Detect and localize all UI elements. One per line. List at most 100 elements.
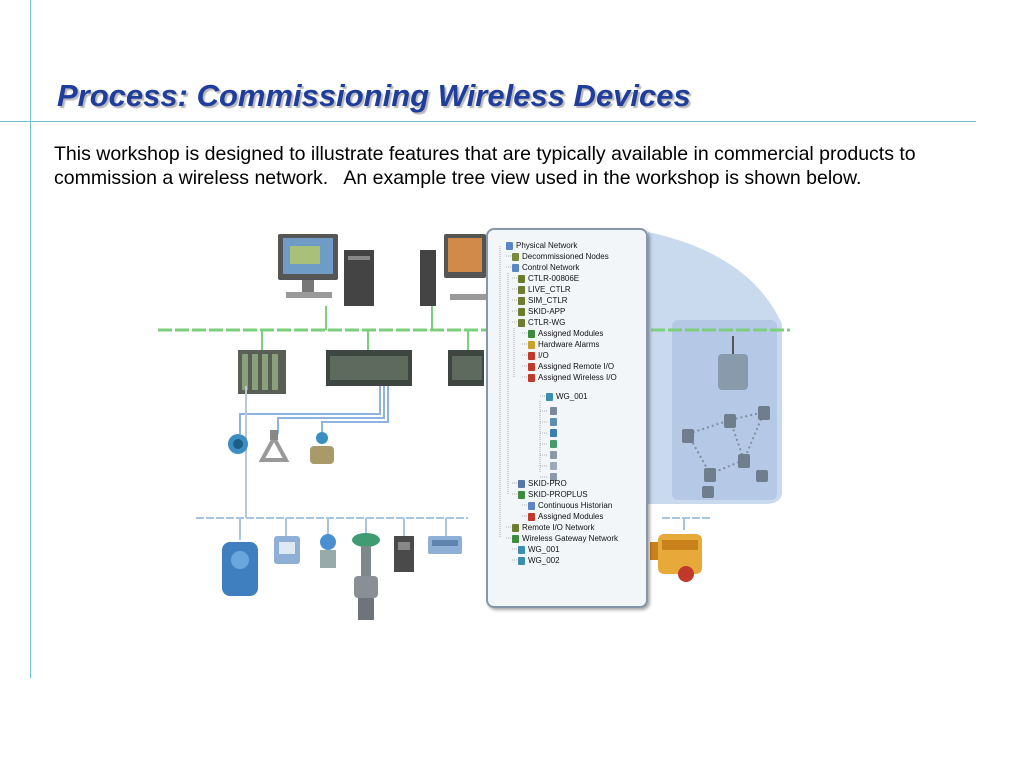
tree-node[interactable]: Remote I/O Network [512, 522, 594, 533]
transmitter-icon [228, 434, 248, 454]
gateway-icon [546, 392, 553, 401]
tree-node[interactable]: CTLR-00806E [518, 273, 579, 284]
slide-title: Process: Commissioning Wireless Devices [57, 78, 691, 113]
network-icon [512, 263, 519, 272]
node-icon [512, 252, 519, 261]
wireless-transmitter-icon [682, 406, 770, 498]
controller-icon [518, 285, 525, 294]
wireless-mesh-panel [672, 320, 777, 500]
tree-node-label: CTLR-WG [528, 317, 566, 327]
controller-icon [518, 296, 525, 305]
network-icon [512, 523, 519, 532]
modules-icon [528, 329, 535, 338]
control-valve-icon [310, 432, 334, 464]
controller-rack-icon [326, 330, 412, 386]
tree-node[interactable]: WG_001 [546, 391, 588, 402]
tree-node[interactable]: Wireless Gateway Network [512, 533, 618, 544]
tree-node[interactable]: Assigned Modules [528, 328, 603, 339]
tree-node[interactable]: SKID-PROPLUS [518, 489, 588, 500]
tree-node-label: Assigned Wireless I/O [538, 372, 617, 382]
io-icon [528, 351, 535, 360]
tree-node-label: Assigned Remote I/O [538, 361, 615, 371]
io-module-icon [394, 518, 414, 572]
gateway-icon [518, 545, 525, 554]
tree-node[interactable]: Continuous Historian [528, 500, 612, 511]
tree-node[interactable]: Control Network [512, 262, 579, 273]
wireless-device-icon [550, 440, 557, 448]
tree-node[interactable]: Assigned Modules [528, 511, 603, 522]
tree-node-label: Remote I/O Network [522, 522, 595, 532]
control-valve-icon [352, 518, 380, 620]
wireless-device-icon [550, 473, 557, 481]
slide-title-rule [0, 121, 976, 122]
tree-node[interactable]: Physical Network [506, 240, 577, 251]
tree-node[interactable]: SKID-PRO [518, 478, 567, 489]
valve-actuator-icon [650, 518, 702, 582]
tree-node[interactable]: Assigned Wireless I/O [528, 372, 617, 383]
io-icon [528, 373, 535, 382]
historian-icon [528, 501, 535, 510]
controller-icon [518, 307, 525, 316]
tree-node-label: Assigned Modules [538, 328, 604, 338]
tree-node-label: SKID-PROPLUS [528, 489, 588, 499]
tree-connector-lines [499, 246, 557, 561]
tree-node-label: Wireless Gateway Network [522, 533, 619, 543]
controller-icon [518, 490, 525, 499]
wireless-device-icon [550, 462, 557, 470]
tree-node[interactable]: LIVE_CTLR [518, 284, 571, 295]
tree-node[interactable]: CTLR-WG [518, 317, 565, 328]
tree-node-label: WG_002 [528, 555, 560, 565]
io-rack-icon [238, 330, 286, 394]
pressure-transmitter-icon [320, 518, 336, 568]
tree-node-label: WG_001 [556, 391, 588, 401]
network-icon [506, 241, 513, 250]
tree-node-label: WG_001 [528, 544, 560, 554]
tree-node[interactable]: Assigned Remote I/O [528, 361, 614, 372]
analyzer-icon [274, 518, 300, 564]
wireless-device-icon [550, 407, 557, 415]
tree-node[interactable]: Decommissioned Nodes [512, 251, 609, 262]
gateway-icon [518, 556, 525, 565]
wireless-device-icon [550, 418, 557, 426]
fieldbus-cable [239, 386, 381, 434]
tree-node-label: Physical Network [516, 240, 578, 250]
tree-node[interactable]: SKID-APP [518, 306, 565, 317]
wireless-gateway-icon [718, 336, 748, 390]
io-module-icon [428, 518, 462, 554]
flowmeter-icon [258, 430, 290, 462]
wireless-icon [512, 534, 519, 543]
tree-node[interactable]: Hardware Alarms [528, 339, 599, 350]
tree-node-label: Decommissioned Nodes [522, 251, 609, 261]
controller-icon [518, 318, 525, 327]
wireless-device-icon [550, 429, 557, 437]
tree-node[interactable]: WG_001 [518, 544, 560, 555]
controller-icon [518, 479, 525, 488]
tree-node-label: Hardware Alarms [538, 339, 600, 349]
alarm-icon [528, 340, 535, 349]
tree-node-label: Assigned Modules [538, 511, 604, 521]
tree-node[interactable]: I/O [528, 350, 549, 361]
wireless-device-icon [550, 451, 557, 459]
workstation-icon [420, 234, 486, 330]
tree-node-label: SKID-APP [528, 306, 566, 316]
controller-rack-icon [448, 330, 484, 386]
tree-node[interactable]: SIM_CTLR [518, 295, 568, 306]
io-icon [528, 362, 535, 371]
tree-node[interactable]: WG_002 [518, 555, 560, 566]
tree-node-label: SIM_CTLR [528, 295, 568, 305]
transmitter-icon [222, 518, 258, 596]
tree-node-label: CTLR-00806E [528, 273, 580, 283]
tree-node-label: SKID-PRO [528, 478, 567, 488]
wireless-mesh-links [687, 411, 765, 476]
tree-node-label: Control Network [522, 262, 580, 272]
tree-node-label: Continuous Historian [538, 500, 613, 510]
modules-icon [528, 512, 535, 521]
network-illustration [158, 232, 790, 620]
workstation-icon [278, 234, 374, 330]
controller-icon [518, 274, 525, 283]
tree-node-label: I/O [538, 350, 549, 360]
tree-node-label: LIVE_CTLR [528, 284, 571, 294]
slide-body-text: This workshop is designed to illustrate … [54, 143, 922, 189]
slide-left-rule [30, 0, 31, 678]
